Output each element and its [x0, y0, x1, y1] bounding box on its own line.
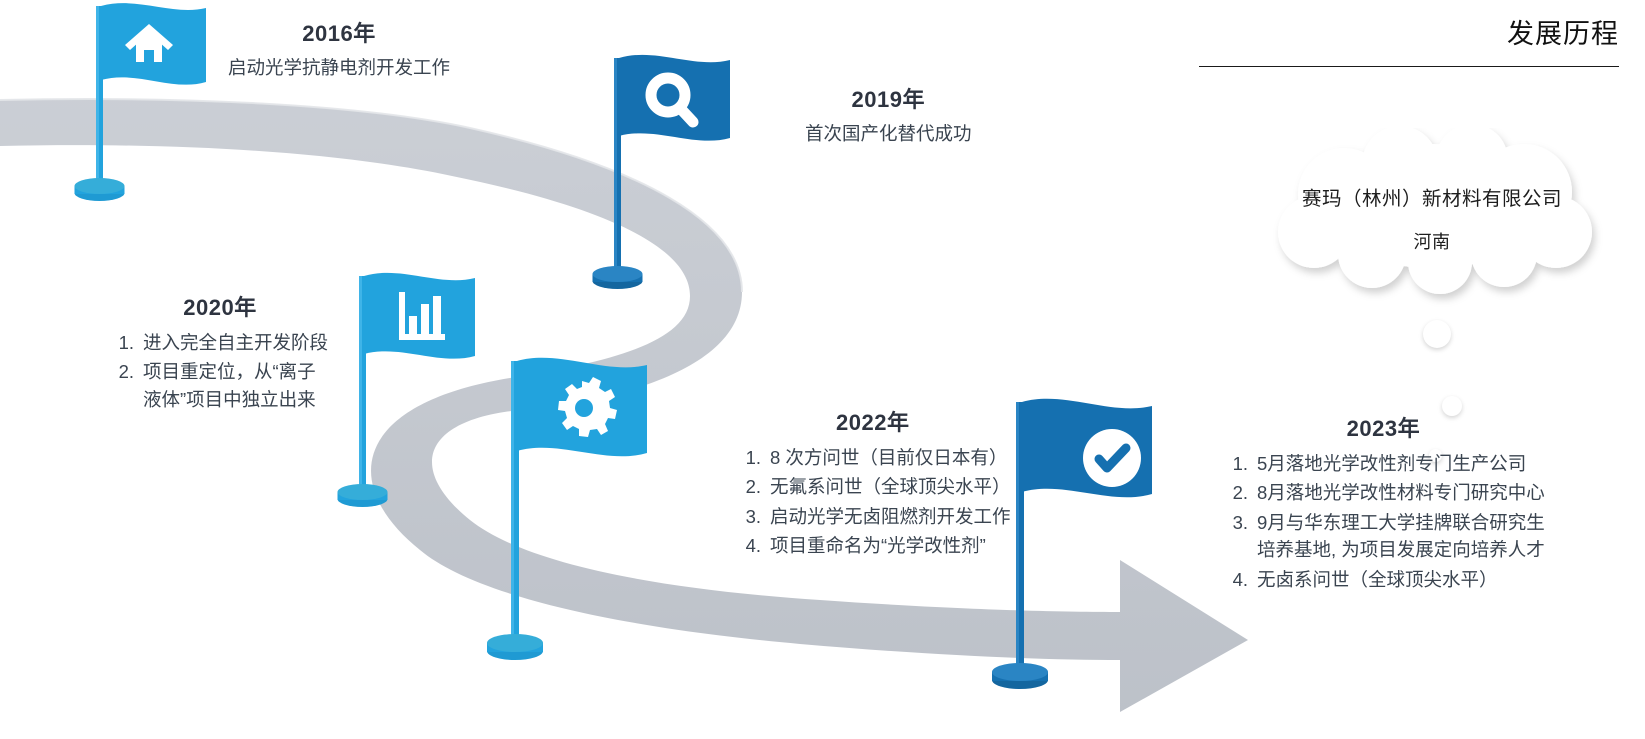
- home-icon: [125, 24, 173, 62]
- list-item: 2. 8月落地光学改性材料专门研究中心: [1222, 479, 1545, 506]
- list-item: 1. 8 次方问世（目前仅日本有）: [735, 444, 1011, 471]
- page-title: 发展历程: [1507, 19, 1619, 49]
- list-item-number: 2.: [745, 476, 761, 498]
- cloud-bubble-large: [1423, 320, 1451, 348]
- list-item-text: 9月与华东理工大学挂牌联合研究生 培养基地, 为项目发展定向培养人才: [1257, 511, 1545, 561]
- milestone-description: 启动光学抗静电剂开发工作: [228, 57, 451, 78]
- milestone-description: 首次国产化替代成功: [805, 123, 972, 144]
- list-item-number: 1.: [745, 447, 761, 468]
- milestone-2019: 2019年 首次国产化替代成功: [805, 82, 972, 148]
- header-divider: [1199, 66, 1619, 68]
- list-item: 4. 项目重命名为“光学改性剂”: [735, 532, 1011, 559]
- cloud-bubble-small: [1429, 449, 1442, 462]
- list-item: 3. 启动光学无卤阻燃剂开发工作: [735, 503, 1011, 530]
- list-item-text: 无卤系问世（全球顶尖水平）: [1257, 568, 1498, 590]
- list-item-text: 项目重命名为“光学改性剂”: [770, 535, 986, 557]
- list-item-text: 项目重定位，从“离子 液体”项目中独立出来: [143, 361, 316, 410]
- cloud-bubble-medium: [1442, 396, 1462, 416]
- list-item-text: 8月落地光学改性材料专门研究中心: [1257, 482, 1545, 504]
- milestone-2016: 2016年 启动光学抗静电剂开发工作: [228, 16, 450, 82]
- list-item: 1. 5月落地光学改性剂专门生产公司: [1222, 450, 1545, 477]
- list-item: 4. 无卤系问世（全球顶尖水平）: [1222, 566, 1545, 593]
- flag-2023: [992, 396, 1210, 706]
- cloud-shape: [1278, 124, 1592, 294]
- list-item-number: 2.: [1232, 482, 1248, 504]
- flag-2020: [337, 270, 515, 520]
- milestone-item-list: 1. 5月落地光学改性剂专门生产公司 2. 8月落地光学改性材料专门研究中心 3…: [1222, 450, 1545, 593]
- milestone-item-list: 1. 8 次方问世（目前仅日本有） 2. 无氟系问世（全球顶尖水平） 3. 启动…: [735, 444, 1011, 560]
- list-item-number: 1.: [118, 332, 134, 353]
- list-item: 1. 进入完全自主开发阶段: [112, 329, 328, 356]
- list-item-number: 3.: [745, 505, 761, 527]
- milestone-year: 2023年: [1346, 416, 1421, 441]
- milestone-year: 2020年: [183, 295, 257, 320]
- check-circle-icon: [1083, 429, 1141, 487]
- milestone-2023: 2023年 1. 5月落地光学改性剂专门生产公司 2. 8月落地光学改性材料专门…: [1222, 411, 1545, 595]
- bar-chart-icon: [399, 292, 445, 340]
- list-item-text: 启动光学无卤阻燃剂开发工作: [770, 505, 1011, 527]
- flag-2022: [487, 355, 705, 675]
- list-item-number: 4.: [745, 535, 761, 557]
- list-item-text: 无氟系问世（全球顶尖水平）: [770, 476, 1011, 498]
- list-item-text: 5月落地光学改性剂专门生产公司: [1257, 453, 1527, 474]
- list-item-text: 8 次方问世（目前仅日本有）: [770, 447, 1008, 468]
- flag-2019: [592, 52, 770, 302]
- list-item-number: 2.: [118, 361, 134, 383]
- flag-2016: [74, 0, 242, 210]
- milestone-year: 2019年: [851, 87, 925, 112]
- slide-header: 发展历程: [1199, 18, 1619, 68]
- search-icon: [645, 72, 699, 128]
- milestone-year: 2016年: [302, 21, 376, 46]
- milestone-2020: 2020年 1. 进入完全自主开发阶段 2. 项目重定位，从“离子 液体”项目中…: [112, 290, 328, 415]
- company-cloud: 赛玛（林州）新材料有限公司 河南: [1232, 124, 1632, 308]
- list-item-number: 3.: [1232, 511, 1248, 533]
- milestone-2022: 2022年 1. 8 次方问世（目前仅日本有） 2. 无氟系问世（全球顶尖水平）…: [735, 405, 1011, 562]
- milestone-item-list: 1. 进入完全自主开发阶段 2. 项目重定位，从“离子 液体”项目中独立出来: [112, 329, 328, 413]
- milestone-year: 2022年: [836, 410, 910, 435]
- gear-icon: [558, 377, 617, 437]
- list-item: 3. 9月与华东理工大学挂牌联合研究生 培养基地, 为项目发展定向培养人才: [1222, 509, 1545, 564]
- list-item-number: 4.: [1232, 568, 1248, 590]
- list-item: 2. 无氟系问世（全球顶尖水平）: [735, 473, 1011, 500]
- list-item: 2. 项目重定位，从“离子 液体”项目中独立出来: [112, 358, 328, 413]
- list-item-text: 进入完全自主开发阶段: [143, 332, 329, 353]
- list-item-number: 1.: [1232, 453, 1248, 474]
